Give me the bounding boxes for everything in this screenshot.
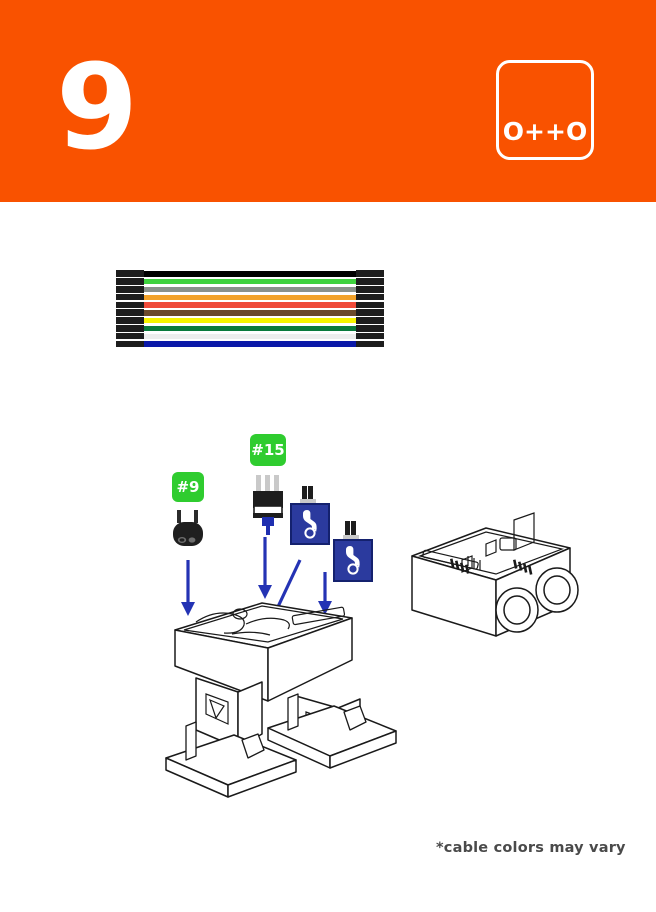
ribbon-connector-left xyxy=(116,285,144,293)
ribbon-wire-yellow xyxy=(116,317,384,325)
wire-conductor xyxy=(122,325,378,332)
ribbon-connector-right xyxy=(356,317,384,324)
buzzer-component-icon xyxy=(167,510,209,554)
ribbon-connector-left xyxy=(116,332,144,340)
step-number: 9 xyxy=(56,38,138,176)
ribbon-connector-right xyxy=(356,324,384,332)
three-pin-connector-icon xyxy=(249,475,287,535)
ribbon-wire-black xyxy=(116,270,384,278)
wire-conductor xyxy=(122,333,378,339)
ribbon-connector-left xyxy=(116,278,144,285)
robot-body-outline xyxy=(165,512,579,798)
wire-conductor xyxy=(122,302,378,308)
ribbon-connector-left xyxy=(116,317,144,324)
otto-logo-text: O++O xyxy=(502,117,588,146)
badge-pin-9: #9 xyxy=(172,472,204,502)
ribbon-connector-right xyxy=(356,309,384,316)
assembly-diagram: #9 #15 xyxy=(0,420,656,820)
ribbon-wire-gray xyxy=(116,285,384,294)
ribbon-cable xyxy=(116,270,384,348)
wire-conductor xyxy=(122,278,378,285)
footnote-cable-colors: *cable colors may vary xyxy=(436,840,626,856)
wire-conductor xyxy=(122,294,378,300)
touch-sensor-module-icon xyxy=(289,486,331,548)
ribbon-connector-right xyxy=(356,332,384,340)
wire-conductor xyxy=(122,286,378,293)
ribbon-connector-left xyxy=(116,293,144,301)
ribbon-connector-right xyxy=(356,285,384,293)
ribbon-wire-brown xyxy=(116,309,384,317)
touch-sensor-module-icon xyxy=(332,521,374,585)
ribbon-connector-left xyxy=(116,324,144,332)
ribbon-wire-orange xyxy=(116,293,384,301)
ribbon-connector-right xyxy=(356,340,384,348)
ribbon-wire-blue xyxy=(116,340,384,348)
badge-pin-15: #15 xyxy=(250,434,286,466)
header-banner: 9 O++O xyxy=(0,0,656,202)
otto-logo: O++O xyxy=(496,60,594,160)
wire-conductor xyxy=(122,317,378,324)
wire-conductor xyxy=(122,271,378,277)
ribbon-connector-left xyxy=(116,301,144,309)
ribbon-connector-right xyxy=(356,293,384,301)
ribbon-connector-left xyxy=(116,340,144,348)
ribbon-connector-left xyxy=(116,270,144,277)
ribbon-connector-right xyxy=(356,270,384,277)
ribbon-wire-green xyxy=(116,278,384,286)
ribbon-wire-dark-green xyxy=(116,324,384,333)
ribbon-connector-right xyxy=(356,278,384,285)
ribbon-connector-left xyxy=(116,309,144,316)
ribbon-wire-red xyxy=(116,301,384,309)
wire-conductor xyxy=(122,310,378,316)
ribbon-connector-right xyxy=(356,301,384,309)
wire-conductor xyxy=(122,341,378,347)
ribbon-wire-white xyxy=(116,332,384,340)
